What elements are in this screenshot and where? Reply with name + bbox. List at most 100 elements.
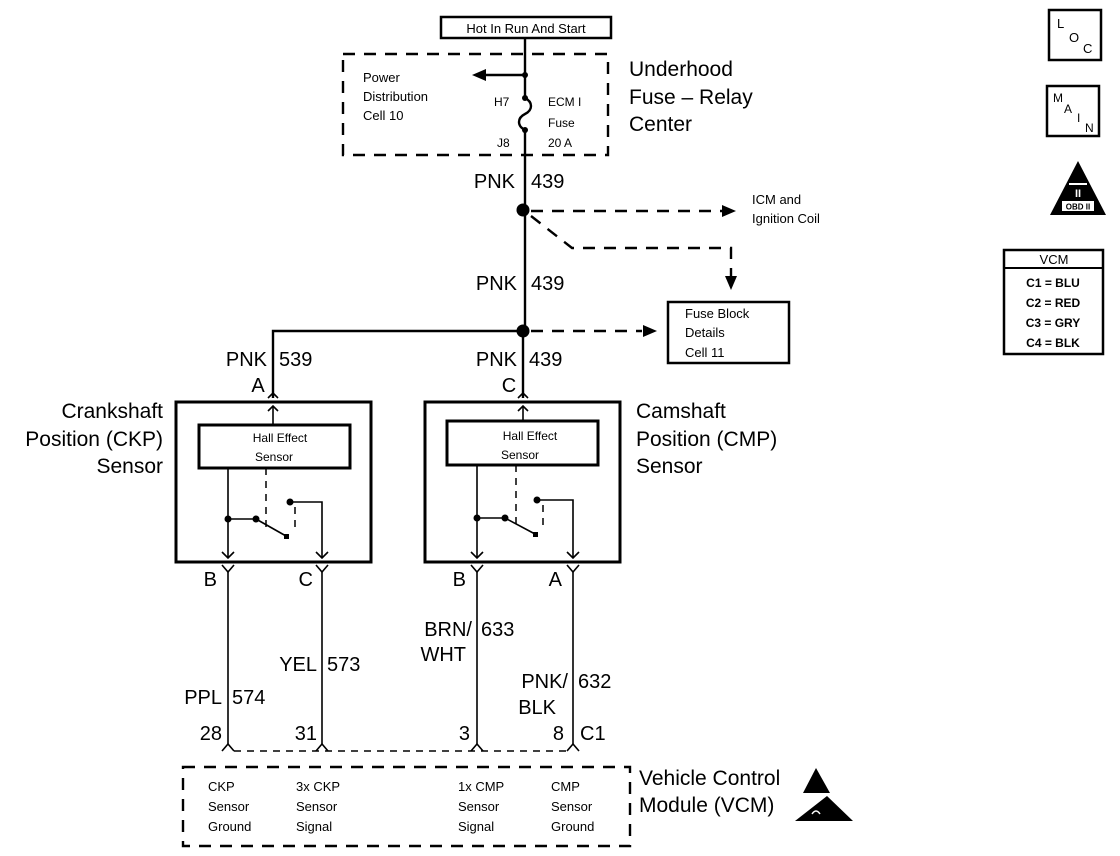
cmp-feed-circuit: 439 bbox=[529, 349, 562, 371]
ckp-feed-color: PNK bbox=[226, 349, 268, 371]
ckp-hall-line-1: Hall Effect bbox=[253, 431, 308, 445]
vcm-func-4-line-3: Ground bbox=[551, 819, 594, 834]
cmp-title-2: Position (CMP) bbox=[636, 428, 777, 451]
ckp-ground-circuit: 574 bbox=[232, 687, 265, 709]
vcm-title-2: Module (VCM) bbox=[639, 794, 774, 817]
main-mid-color: PNK bbox=[476, 273, 518, 295]
main-letter-i: I bbox=[1077, 111, 1080, 125]
cmp-ground-color-2: BLK bbox=[518, 697, 556, 719]
vcm-func-4-line-2: Sensor bbox=[551, 799, 593, 814]
obd-label: OBD II bbox=[1066, 203, 1090, 212]
loc-letter-o: O bbox=[1069, 30, 1079, 45]
ckp-pin-b: B bbox=[204, 569, 217, 591]
fuse-center-title-2: Fuse – Relay bbox=[629, 86, 753, 109]
vcm-func-2-line-3: Signal bbox=[296, 819, 332, 834]
cmp-ground-color-1: PNK/ bbox=[521, 671, 568, 693]
cmp-signal-circuit: 633 bbox=[481, 619, 514, 641]
cmp-feed-color: PNK bbox=[476, 349, 518, 371]
vcm-pin-3: 3 bbox=[459, 723, 470, 745]
esd-warning-icon bbox=[795, 768, 853, 821]
fuse-line-1: ECM I bbox=[548, 95, 581, 109]
arrow-right-icon bbox=[643, 325, 657, 337]
fuse-line-3: 20 A bbox=[548, 136, 572, 150]
splice-1 bbox=[516, 203, 530, 217]
vcm-func-3-line-1: 1x CMP bbox=[458, 779, 504, 794]
fuse-block-line-3: Cell 11 bbox=[685, 345, 725, 360]
vcm-connector-line bbox=[221, 742, 580, 752]
main-top-circuit: 439 bbox=[531, 171, 564, 193]
cmp-signal-color-1: BRN/ bbox=[424, 619, 472, 641]
vcm-pin-31: 31 bbox=[295, 723, 317, 745]
main-icon[interactable]: M A I N bbox=[1045, 84, 1101, 138]
vcm-func-2-line-1: 3x CKP bbox=[296, 779, 340, 794]
ckp-signal-color: YEL bbox=[279, 654, 317, 676]
power-source-label: Hot In Run And Start bbox=[439, 15, 613, 40]
vcm-legend-row-4: C4 = BLK bbox=[1026, 336, 1080, 350]
cmp-pin-b: B bbox=[453, 569, 466, 591]
power-dist-line-1: Power bbox=[363, 70, 401, 85]
ckp-title-2: Position (CKP) bbox=[25, 428, 163, 451]
obd-ii-icon[interactable]: II OBD II bbox=[1050, 161, 1106, 215]
power-source-text: Hot In Run And Start bbox=[466, 21, 586, 36]
fuse-symbol bbox=[517, 96, 533, 132]
ckp-title-3: Sensor bbox=[96, 455, 163, 478]
ckp-sensor: Hall Effect Sensor bbox=[174, 391, 373, 564]
main-letter-a: A bbox=[1064, 102, 1072, 116]
pin-h7: H7 bbox=[494, 95, 510, 109]
vcm-pin-8: 8 bbox=[553, 723, 564, 745]
loc-letter-c: C bbox=[1083, 41, 1092, 56]
power-dist-line-3: Cell 10 bbox=[363, 108, 403, 123]
vehicle-control-module: CKP Sensor Ground 3x CKP Sensor Signal 1… bbox=[181, 765, 780, 848]
vcm-legend-title: VCM bbox=[1040, 252, 1069, 267]
ckp-feed-circuit: 539 bbox=[279, 349, 312, 371]
cmp-title-3: Sensor bbox=[636, 455, 703, 478]
cmp-hall-line-2: Sensor bbox=[501, 448, 539, 462]
ckp-ground-color: PPL bbox=[184, 687, 222, 709]
icm-ref-line-1: ICM and bbox=[752, 192, 801, 207]
icm-ref-line-2: Ignition Coil bbox=[752, 211, 820, 226]
loc-icon[interactable]: L O C bbox=[1047, 8, 1103, 62]
vcm-func-4-line-1: CMP bbox=[551, 779, 580, 794]
vcm-color-legend: VCM C1 = BLU C2 = RED C3 = GRY C4 = BLK bbox=[1002, 248, 1105, 356]
vcm-legend-row-1: C1 = BLU bbox=[1026, 276, 1080, 290]
cmp-hall-effect-box bbox=[445, 419, 600, 467]
arrow-down-icon bbox=[725, 276, 737, 290]
cmp-title-1: Camshaft bbox=[636, 400, 726, 423]
cmp-signal-color-2: WHT bbox=[420, 644, 466, 666]
ckp-hall-effect-box bbox=[197, 423, 352, 470]
vcm-func-3-line-3: Signal bbox=[458, 819, 494, 834]
ckp-hall-line-2: Sensor bbox=[255, 450, 293, 464]
fuse-block-reference[interactable]: Fuse Block Details Cell 11 bbox=[530, 215, 791, 365]
ckp-signal-circuit: 573 bbox=[327, 654, 360, 676]
obd-roman-ii: II bbox=[1075, 188, 1081, 200]
vcm-legend-row-3: C3 = GRY bbox=[1026, 316, 1081, 330]
cmp-pin-a: A bbox=[549, 569, 563, 591]
vcm-func-1-line-1: CKP bbox=[208, 779, 235, 794]
vcm-pin-28: 28 bbox=[200, 723, 222, 745]
ckp-pin-a: A bbox=[251, 375, 265, 397]
vcm-func-1-line-3: Ground bbox=[208, 819, 251, 834]
vcm-func-3-line-2: Sensor bbox=[458, 799, 500, 814]
cmp-pin-c: C bbox=[502, 375, 516, 397]
arrow-left-icon bbox=[472, 69, 486, 81]
main-mid-circuit: 439 bbox=[531, 273, 564, 295]
cmp-ground-circuit: 632 bbox=[578, 671, 611, 693]
main-letter-m: M bbox=[1053, 91, 1063, 105]
ckp-pin-c: C bbox=[299, 569, 313, 591]
pin-j8: J8 bbox=[497, 136, 510, 150]
ckp-title-1: Crankshaft bbox=[61, 400, 163, 423]
power-dist-line-2: Distribution bbox=[363, 89, 428, 104]
ckp-feed-wire bbox=[271, 329, 523, 398]
fuse-center-title-3: Center bbox=[629, 113, 692, 136]
vcm-func-2-line-2: Sensor bbox=[296, 799, 338, 814]
main-letter-n: N bbox=[1085, 121, 1094, 135]
vcm-title-1: Vehicle Control bbox=[639, 767, 780, 790]
icm-reference[interactable]: ICM and Ignition Coil bbox=[531, 192, 820, 226]
main-feed-wire bbox=[472, 38, 533, 398]
fuse-block-line-1: Fuse Block bbox=[685, 306, 750, 321]
arrow-right-icon bbox=[722, 205, 736, 217]
vcm-connector-c1: C1 bbox=[580, 723, 606, 745]
vcm-legend-row-2: C2 = RED bbox=[1026, 296, 1081, 310]
fuse-center-title-1: Underhood bbox=[629, 58, 733, 81]
